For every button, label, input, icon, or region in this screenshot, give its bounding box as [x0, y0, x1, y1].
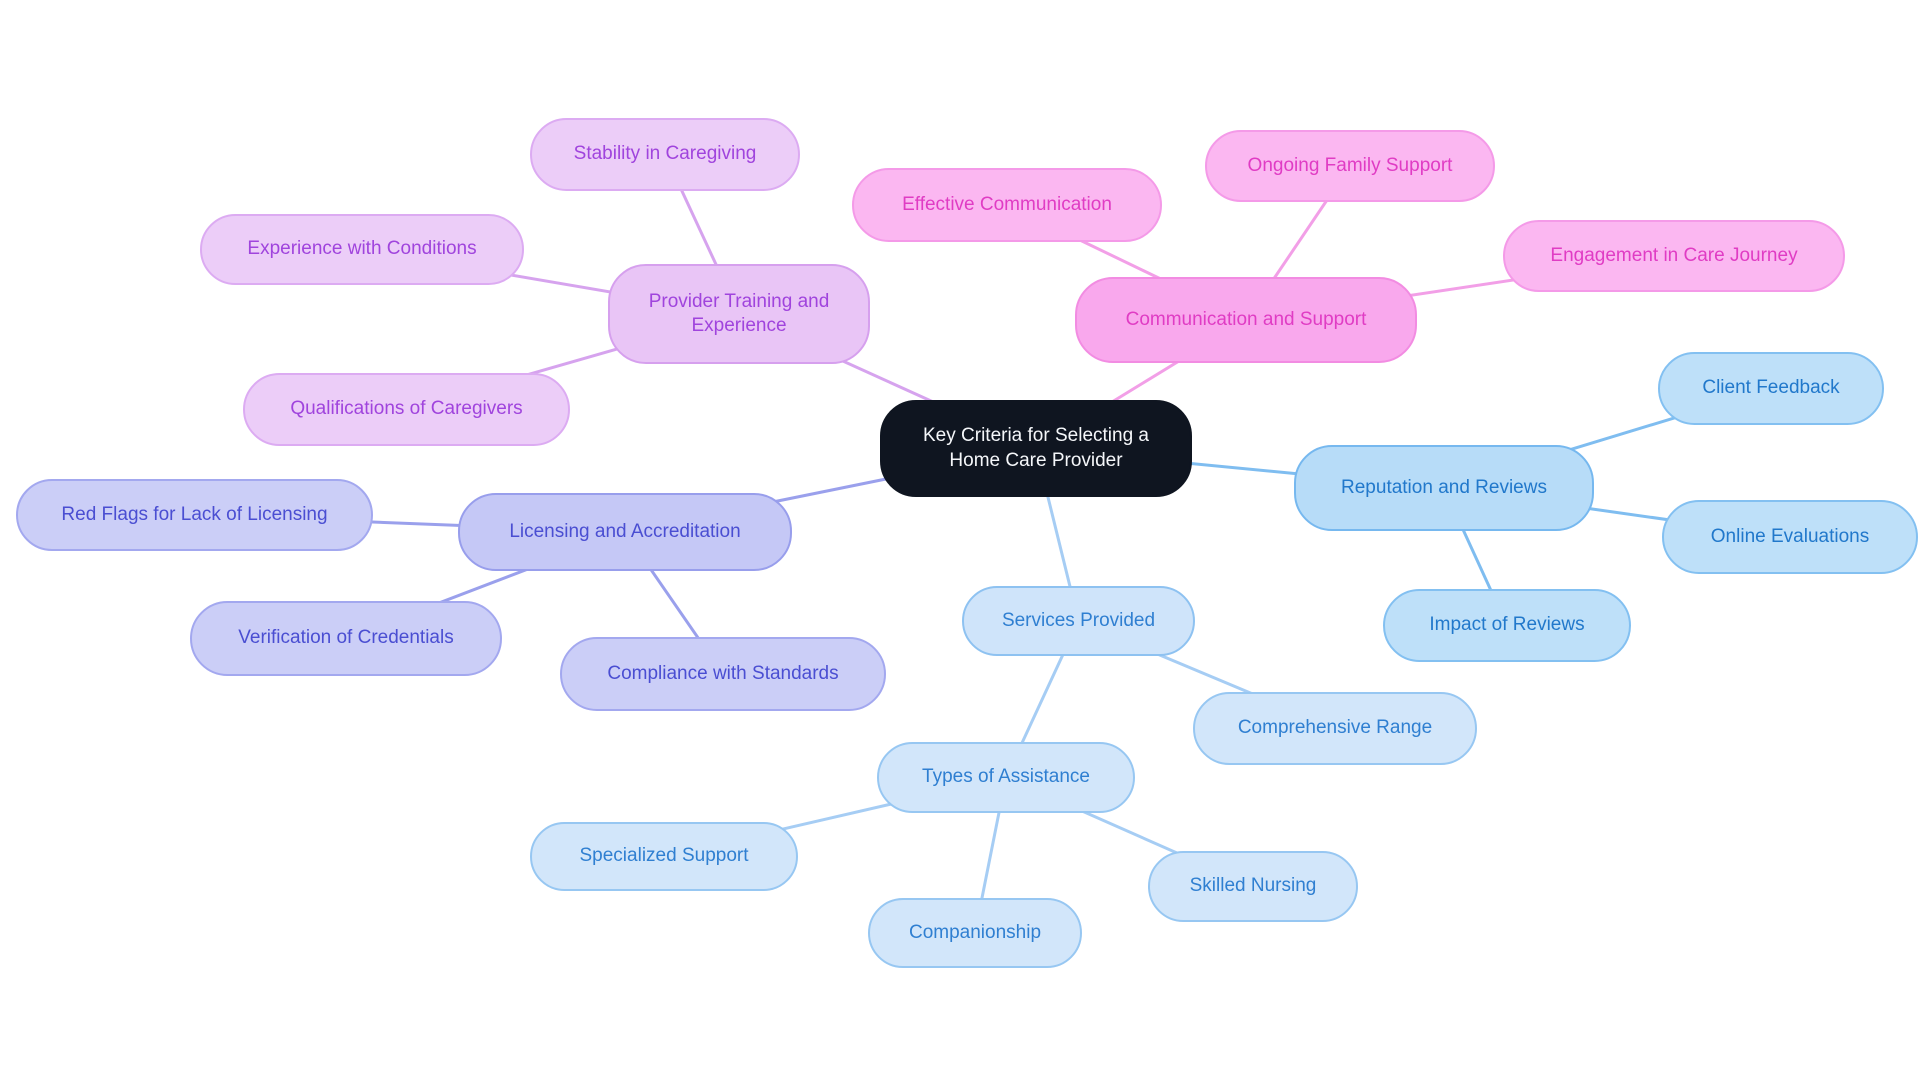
node-label: Verification of Credentials: [238, 627, 454, 649]
mindmap-node-effective[interactable]: Effective Communication: [852, 168, 1162, 242]
mindmap-node-experience[interactable]: Experience with Conditions: [200, 214, 524, 285]
mindmap-node-verification[interactable]: Verification of Credentials: [190, 601, 502, 676]
node-label: Licensing and Accreditation: [509, 520, 741, 542]
mindmap-node-impact-reviews[interactable]: Impact of Reviews: [1383, 589, 1631, 662]
node-label: Ongoing Family Support: [1247, 154, 1453, 176]
mindmap-node-center[interactable]: Key Criteria for Selecting a Home Care P…: [880, 400, 1192, 497]
mindmap-node-qualifications[interactable]: Qualifications of Caregivers: [243, 373, 570, 446]
node-label: Experience with Conditions: [247, 238, 477, 260]
mindmap-node-client-feedback[interactable]: Client Feedback: [1658, 352, 1884, 425]
node-label: Key Criteria for Selecting a Home Care P…: [923, 425, 1149, 471]
node-label: Compliance with Standards: [607, 662, 839, 684]
mindmap-node-specialized[interactable]: Specialized Support: [530, 822, 798, 891]
mindmap-node-skilled[interactable]: Skilled Nursing: [1148, 851, 1358, 922]
mindmap-node-engagement[interactable]: Engagement in Care Journey: [1503, 220, 1845, 292]
mindmap-node-compliance[interactable]: Compliance with Standards: [560, 637, 886, 711]
mindmap-node-communication[interactable]: Communication and Support: [1075, 277, 1417, 363]
mindmap-node-stability[interactable]: Stability in Caregiving: [530, 118, 800, 191]
mindmap-node-companionship[interactable]: Companionship: [868, 898, 1082, 968]
node-label: Companionship: [908, 921, 1042, 943]
node-label: Stability in Caregiving: [573, 143, 757, 165]
node-label: Engagement in Care Journey: [1550, 244, 1798, 266]
node-label: Impact of Reviews: [1429, 614, 1585, 636]
node-label: Effective Communication: [902, 193, 1112, 215]
node-label: Communication and Support: [1125, 308, 1367, 330]
mindmap-node-red-flags[interactable]: Red Flags for Lack of Licensing: [16, 479, 373, 551]
mindmap-node-licensing[interactable]: Licensing and Accreditation: [458, 493, 792, 571]
node-label: Client Feedback: [1702, 377, 1840, 399]
mindmap-node-reputation[interactable]: Reputation and Reviews: [1294, 445, 1594, 531]
node-label: Specialized Support: [579, 845, 749, 867]
node-label: Online Evaluations: [1710, 525, 1870, 547]
node-label: Comprehensive Range: [1237, 717, 1433, 739]
node-label: Red Flags for Lack of Licensing: [61, 503, 328, 525]
mindmap-node-training[interactable]: Provider Training and Experience: [608, 264, 870, 364]
node-label: Provider Training and Experience: [648, 290, 830, 336]
node-label: Skilled Nursing: [1189, 875, 1317, 897]
mindmap-node-services[interactable]: Services Provided: [962, 586, 1195, 656]
mindmap-node-types[interactable]: Types of Assistance: [877, 742, 1135, 813]
node-label: Qualifications of Caregivers: [290, 398, 523, 420]
node-label: Services Provided: [1001, 609, 1156, 631]
node-label: Types of Assistance: [922, 766, 1090, 788]
mindmap-node-online-evaluations[interactable]: Online Evaluations: [1662, 500, 1918, 574]
mindmap-node-ongoing[interactable]: Ongoing Family Support: [1205, 130, 1495, 202]
node-label: Reputation and Reviews: [1341, 476, 1547, 498]
mindmap-node-comprehensive[interactable]: Comprehensive Range: [1193, 692, 1477, 765]
